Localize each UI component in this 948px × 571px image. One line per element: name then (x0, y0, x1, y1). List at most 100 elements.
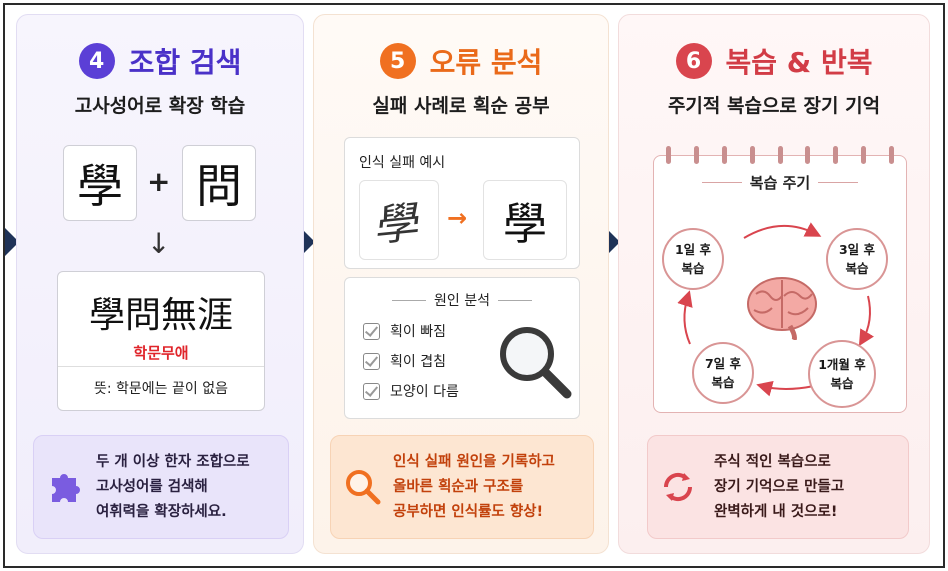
step-arrow-icon (606, 228, 620, 256)
cause-analysis-header: 원인 분석 (345, 290, 579, 310)
ring-icon (861, 146, 867, 164)
plus-icon: + (147, 165, 171, 198)
step-header: 5 오류 분석 (314, 41, 608, 81)
ring-icon (721, 146, 727, 164)
idiom-meaning: 뜻: 학문에는 끝이 없음 (94, 381, 228, 397)
tip-line: 공부하면 인식률도 향상! (393, 503, 544, 520)
correct-char: 學 (503, 199, 547, 250)
step-panel-error-analysis: 5 오류 분석 실패 사례로 획순 공부 인식 실패 예시 學 → 學 원인 분… (313, 14, 609, 554)
cycle-node-line: 복습 (711, 375, 735, 390)
step-number-badge: 4 (78, 43, 115, 79)
tip-box: 주식 적인 복습으로 장기 기억으로 만들고 완벽하게 내 것으로! (647, 435, 909, 539)
checkbox-icon (363, 382, 380, 400)
divider (818, 182, 859, 183)
tip-line: 여휘력을 확장하세요. (96, 503, 227, 520)
cycle-arrows-icon (677, 222, 875, 397)
ring-icon (693, 146, 699, 164)
failure-example-label: 인식 실패 예시 (359, 155, 446, 171)
checklist-label: 획이 겹침 (390, 354, 446, 370)
checklist-item: 획이 빠짐 (363, 316, 459, 346)
magnifier-icon (500, 327, 572, 399)
cycle-node-line: 복습 (681, 261, 705, 276)
step-panel-combo-search: 4 조합 검색 고사성어로 확장 학습 學 + 問 ↓ 學問無涯 학문무애 뜻:… (16, 14, 304, 554)
checklist-label: 모양이 다름 (390, 384, 459, 400)
review-calendar: 복습 주기 1일 후 복습 3일 후 복습 1개월 후 복습 (653, 146, 907, 413)
idiom-reading: 학문무애 (133, 344, 189, 362)
cycle-node: 3일 후 복습 (826, 228, 888, 290)
step-subtitle: 주기적 복습으로 장기 기억 (667, 95, 881, 117)
checklist-item: 모양이 다름 (363, 376, 459, 406)
puzzle-icon (52, 474, 80, 502)
tip-line: 고사성어를 검색해 (96, 478, 208, 495)
hanja-card-b: 問 (182, 145, 256, 221)
step-title: 복습 & 반복 (725, 46, 873, 79)
cause-analysis-label: 원인 분석 (434, 293, 490, 309)
ring-icon (833, 146, 839, 164)
divider (58, 366, 264, 367)
cycle-node-line: 7일 후 (704, 356, 742, 371)
tip-box: 두 개 이상 한자 조합으로 고사성어를 검색해 여휘력을 확장하세요. (33, 435, 289, 539)
step-arrow-icon (5, 228, 19, 256)
cycle-node-line: 1일 후 (674, 242, 712, 257)
tip-line: 두 개 이상 한자 조합으로 (96, 453, 250, 470)
tip-line: 인식 실패 원인을 기록하고 (393, 453, 555, 470)
ring-icon (805, 146, 811, 164)
step-title: 오류 분석 (429, 46, 543, 79)
hanja-card-a: 學 (63, 145, 137, 221)
idiom-hanja: 學問無涯 (88, 295, 233, 336)
hanja-char: 問 (196, 159, 242, 213)
step-title: 조합 검색 (128, 46, 242, 79)
step-subtitle: 실패 사례로 획순 공부 (372, 95, 550, 117)
step-header: 6 복습 & 반복 (619, 41, 929, 81)
ring-icon (749, 146, 755, 164)
tip-text: 인식 실패 원인을 기록하고 올바른 획순과 구조를 공부하면 인식률도 향상! (393, 450, 555, 525)
step-arrow-icon (301, 228, 315, 256)
cause-checklist: 획이 빠짐 획이 겹침 모양이 다름 (363, 316, 459, 406)
step-header: 4 조합 검색 (17, 41, 303, 81)
cycle-node-line: 복습 (845, 261, 869, 276)
refresh-cycle-icon (663, 472, 693, 502)
step-panel-review-repeat: 6 복습 & 반복 주기적 복습으로 장기 기억 복습 주기 (618, 14, 930, 554)
step-subtitle: 고사성어로 확장 학습 (74, 95, 246, 117)
failure-example-card: 인식 실패 예시 學 → 學 (344, 137, 580, 269)
correct-char-box: 學 (483, 180, 567, 260)
outer-frame (3, 3, 945, 568)
checkbox-icon (363, 352, 380, 370)
tip-line: 올바른 획순과 구조를 (393, 478, 524, 495)
cycle-header: 복습 주기 (654, 172, 906, 193)
ring-icon (666, 146, 671, 164)
tip-line: 완벽하게 내 것으로! (714, 503, 838, 520)
tip-line: 장기 기억으로 만들고 (714, 478, 845, 495)
cycle-node-line: 3일 후 (838, 242, 876, 257)
tip-text: 두 개 이상 한자 조합으로 고사성어를 검색해 여휘력을 확장하세요. (96, 450, 250, 525)
down-arrow-icon: ↓ (147, 227, 171, 260)
divider (701, 182, 742, 183)
wrong-char-box: 學 (359, 180, 439, 260)
idiom-card: 學問無涯 학문무애 뜻: 학문에는 끝이 없음 (57, 271, 265, 411)
checklist-label: 획이 빠짐 (390, 324, 446, 340)
tip-line: 주식 적인 복습으로 (714, 453, 831, 470)
divider (392, 299, 426, 301)
step-number-badge: 5 (379, 43, 416, 79)
checklist-item: 획이 겹침 (363, 346, 459, 376)
step-number-badge: 6 (675, 43, 712, 79)
calendar-rings (666, 146, 894, 164)
cause-analysis-card: 원인 분석 획이 빠짐 획이 겹침 모양이 다름 (344, 277, 580, 419)
cycle-label: 복습 주기 (749, 174, 811, 192)
cycle-node-line: 복습 (830, 376, 854, 391)
wrong-char: 學 (373, 196, 424, 253)
tip-box: 인식 실패 원인을 기록하고 올바른 획순과 구조를 공부하면 인식률도 향상! (330, 435, 594, 539)
ring-icon (777, 146, 783, 164)
ring-icon (889, 146, 894, 164)
checkbox-icon (363, 322, 380, 340)
tip-text: 주식 적인 복습으로 장기 기억으로 만들고 완벽하게 내 것으로! (714, 450, 844, 525)
hanja-char: 學 (77, 159, 123, 213)
cycle-node-line: 1개월 후 (818, 357, 866, 372)
cycle-node: 7일 후 복습 (692, 342, 754, 404)
magnifier-icon (346, 470, 381, 505)
brain-icon (747, 277, 817, 340)
cycle-node: 1개월 후 복습 (808, 340, 876, 408)
divider (497, 299, 532, 301)
arrow-right-icon: → (447, 204, 468, 232)
cycle-node: 1일 후 복습 (662, 228, 724, 290)
